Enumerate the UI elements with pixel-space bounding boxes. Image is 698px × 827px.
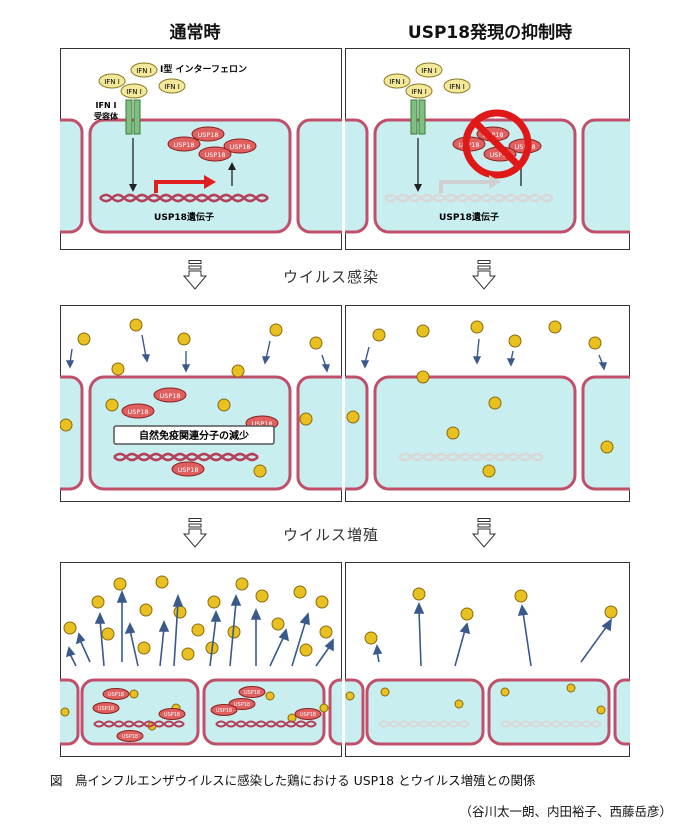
ifn-token: IFN I xyxy=(443,78,471,94)
inhibition-sign xyxy=(462,109,532,179)
usp18-gene xyxy=(93,720,185,728)
virus-entry-arrows xyxy=(360,338,607,371)
receptor-label: 受容体 xyxy=(94,111,119,121)
gene-label: USP18遺伝子 xyxy=(154,211,214,223)
svg-text:USP18: USP18 xyxy=(482,131,503,139)
svg-text:IFN I: IFN I xyxy=(421,67,437,75)
cell-small xyxy=(365,678,485,746)
ifn-token: IFN I xyxy=(383,73,411,89)
figure-authors: （谷川太一朗、内田裕子、西藤岳彦） xyxy=(459,804,672,819)
svg-text:IFN I: IFN I xyxy=(411,88,427,96)
ifn-receptor xyxy=(125,99,141,135)
usp18-protein: USP18 xyxy=(121,403,155,419)
usp18-protein: USP18 xyxy=(158,708,186,720)
ifn-token: IFN I xyxy=(415,62,443,78)
svg-text:USP18: USP18 xyxy=(173,141,194,149)
panel-suppressed-replication xyxy=(345,562,630,757)
usp18-protein: USP18 xyxy=(223,138,257,154)
promoter-arrow xyxy=(154,180,206,193)
svg-text:USP18: USP18 xyxy=(177,466,198,474)
usp18-protein: USP18 xyxy=(171,461,205,477)
svg-text:USP18: USP18 xyxy=(98,706,114,712)
panel-normal-replication: USP18 USP18 USP18 USP18 USP18 USP18 USP1… xyxy=(60,562,342,757)
usp18-protein: USP18 xyxy=(153,387,187,403)
virus-particles xyxy=(60,575,333,731)
usp18-protein: USP18 xyxy=(92,702,120,714)
ifn-receptor xyxy=(410,99,426,135)
svg-text:IFN I: IFN I xyxy=(449,83,465,91)
svg-text:USP18: USP18 xyxy=(122,734,138,740)
usp18-protein: USP18 xyxy=(198,146,232,162)
virus-particles xyxy=(345,587,618,715)
usp18-protein: USP18 xyxy=(167,136,201,152)
promoter-arrow-inactive xyxy=(439,180,491,193)
ifn-type-label: I型 インターフェロン xyxy=(160,63,247,75)
down-arrow-left xyxy=(183,518,207,548)
svg-text:IFN I: IFN I xyxy=(126,88,142,96)
svg-text:USP18: USP18 xyxy=(489,151,510,159)
usp18-protein: USP18 xyxy=(191,126,225,142)
ifn-token: IFN I xyxy=(130,62,158,78)
usp18-gene-suppressed xyxy=(378,720,470,728)
suppressed-column-title: USP18発現の抑制時 xyxy=(407,23,573,43)
svg-text:IFN I: IFN I xyxy=(104,78,120,86)
svg-text:USP18: USP18 xyxy=(229,143,250,151)
panel-normal-infection: USP18 USP18 USP18 USP18 自然免疫関連分子の減少 xyxy=(60,305,342,502)
virus-exit-arrows xyxy=(372,602,612,667)
step-replication-label: ウイルス増殖 xyxy=(283,526,380,544)
cell-center xyxy=(373,375,577,491)
svg-text:IFN I: IFN I xyxy=(164,83,180,91)
immune-molecules-box: 自然免疫関連分子の減少 xyxy=(113,425,275,445)
usp18-protein: USP18 xyxy=(102,688,130,700)
figure-caption: 図 鳥インフルエンザウイルスに感染した鶏における USP18 とウイルス増殖との… xyxy=(50,773,536,788)
svg-text:USP18: USP18 xyxy=(127,408,148,416)
virus-particles xyxy=(346,320,614,478)
usp18-protein: USP18 xyxy=(294,708,322,720)
svg-text:USP18: USP18 xyxy=(244,690,260,696)
usp18-protein: USP18 xyxy=(238,686,266,698)
svg-text:USP18: USP18 xyxy=(159,392,180,400)
down-arrow-right xyxy=(472,260,496,290)
svg-text:自然免疫関連分子の減少: 自然免疫関連分子の減少 xyxy=(139,429,249,442)
cell-left-edge xyxy=(60,118,84,234)
svg-text:USP18: USP18 xyxy=(204,151,225,159)
virus-entry-arrows xyxy=(65,334,330,373)
down-arrow-right xyxy=(472,518,496,548)
ifn-token: IFN I xyxy=(158,78,186,94)
virus-exit-arrows xyxy=(65,589,334,667)
svg-text:USP18: USP18 xyxy=(251,420,272,428)
usp18-protein: USP18 xyxy=(116,730,144,742)
svg-text:USP18: USP18 xyxy=(216,708,232,714)
normal-column-title: 通常時 xyxy=(169,23,221,43)
step-infection-label: ウイルス感染 xyxy=(283,268,380,286)
virus-particles xyxy=(60,318,323,478)
down-arrow-left xyxy=(183,260,207,290)
usp18-protein: USP18 xyxy=(228,698,256,710)
panel-normal-baseline: IFN I IFN I IFN I IFN I I型 インターフェロン IFN … xyxy=(60,48,342,250)
svg-text:USP18: USP18 xyxy=(234,702,250,708)
svg-text:USP18: USP18 xyxy=(300,712,316,718)
cell-small xyxy=(487,678,611,746)
ifn-token: IFN I xyxy=(120,83,148,99)
receptor-label: IFN I xyxy=(96,101,117,110)
svg-text:IFN I: IFN I xyxy=(389,78,405,86)
panel-suppressed-baseline: IFN I IFN I IFN I IFN I USP18 USP18 USP1… xyxy=(345,48,630,250)
usp18-protein: USP18 xyxy=(210,704,238,716)
svg-text:IFN I: IFN I xyxy=(136,67,152,75)
svg-text:USP18: USP18 xyxy=(197,131,218,139)
panel-suppressed-infection xyxy=(345,305,630,502)
gene-label: USP18遺伝子 xyxy=(439,211,499,223)
cell-right-edge xyxy=(296,118,342,234)
ifn-token: IFN I xyxy=(405,83,433,99)
ifn-token: IFN I xyxy=(98,73,126,89)
svg-text:USP18: USP18 xyxy=(164,712,180,718)
svg-text:USP18: USP18 xyxy=(108,692,124,698)
